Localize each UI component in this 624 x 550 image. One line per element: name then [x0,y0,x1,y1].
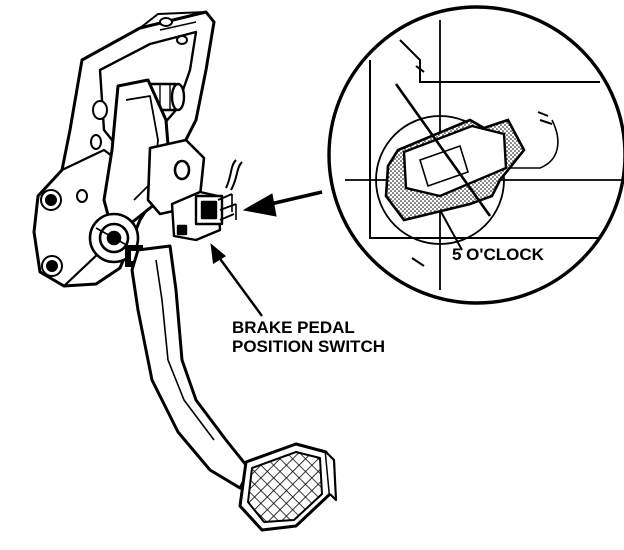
bracket-holes [76,17,188,203]
pedal-arm-lower [130,244,252,490]
detail-view [327,5,624,305]
mounting-bolt-top [40,189,62,211]
brake-pedal-position-switch [170,190,237,242]
clock-indicator-line [394,83,492,217]
switch-wires [225,159,243,191]
switch-leader [210,243,263,317]
brake-pedal-position-switch-label: BRAKE PEDAL POSITION SWITCH [232,318,385,356]
switch-label-line2: POSITION SWITCH [232,337,385,357]
pedal-pad [238,442,338,532]
detail-arrow [242,190,323,217]
clock-position-label: 5 O'CLOCK [452,245,544,264]
switch-label-line1: BRAKE PEDAL [232,318,355,337]
mounting-bolt-bottom [41,255,63,277]
